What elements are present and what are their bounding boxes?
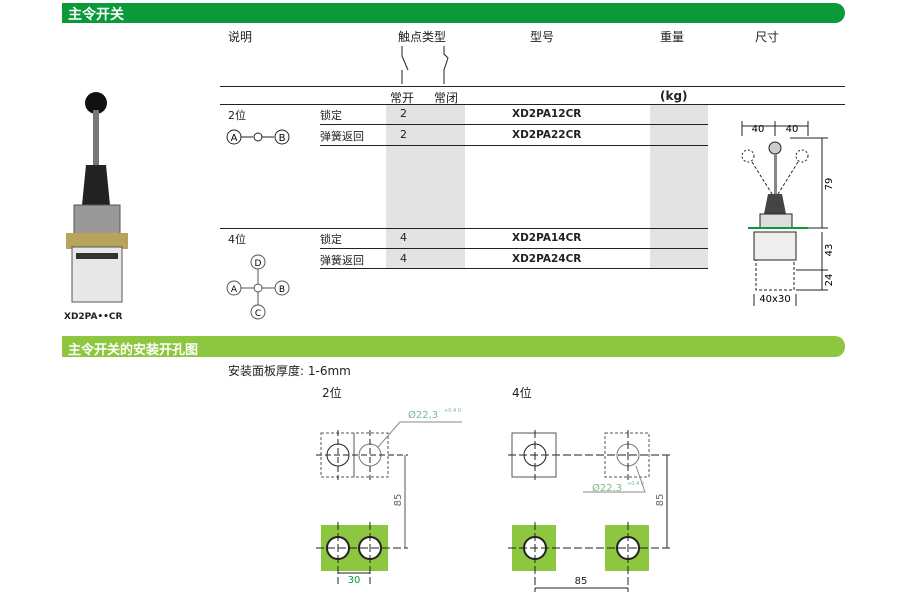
header-size: 尺寸 (755, 30, 780, 44)
mount-4pos: 4位 Ø22,3 +0.4 0 85 85 (508, 385, 672, 592)
four-position-diagram: D A B C (226, 254, 290, 320)
svg-text:D: D (255, 259, 262, 269)
header-model: 型号 (530, 30, 555, 44)
svg-text:2位: 2位 (322, 385, 342, 400)
shade-column (386, 104, 465, 268)
joystick-product-image (66, 92, 128, 303)
svg-text:43: 43 (824, 244, 835, 257)
header-desc: 说明 (228, 30, 253, 44)
mount-2pos: 2位 Ø22,3 +0.4 0 85 30 (316, 385, 462, 586)
svg-text:Ø22,3: Ø22,3 (408, 409, 438, 421)
svg-text:85: 85 (393, 494, 404, 507)
header-weight: 重量 (660, 30, 685, 44)
section-header-bar (62, 3, 845, 23)
header-nc: 常闭 (434, 91, 459, 105)
row-model: XD2PA14CR (512, 232, 582, 244)
svg-text:C: C (255, 309, 261, 319)
svg-text:4位: 4位 (512, 385, 532, 400)
group-label: 2位 (228, 109, 246, 122)
svg-text:+0.4 0: +0.4 0 (444, 408, 461, 414)
shade-column (650, 104, 708, 268)
row-no: 2 (400, 128, 407, 141)
row-model: XD2PA12CR (512, 108, 582, 120)
header-no: 常开 (390, 91, 415, 105)
row-no: 4 (400, 252, 407, 265)
section-title: 主令开关的安装开孔图 (68, 343, 199, 358)
dimension-drawing: 40 40 79 43 24 40x30 (741, 121, 835, 306)
row-no: 4 (400, 231, 407, 244)
header-kg: (kg) (660, 89, 688, 103)
svg-text:40: 40 (786, 124, 799, 135)
row-type: 弹簧返回 (320, 254, 364, 267)
header-contact-type: 触点类型 (398, 30, 447, 44)
svg-text:85: 85 (655, 494, 666, 507)
row-type: 锁定 (320, 109, 342, 122)
section-title: 主令开关 (68, 7, 124, 23)
group-label: 4位 (228, 233, 246, 246)
row-no: 2 (400, 107, 407, 120)
contact-symbols-icon (401, 46, 449, 84)
section-header-bar (62, 336, 845, 357)
svg-text:40x30: 40x30 (759, 294, 790, 305)
svg-text:30: 30 (348, 575, 361, 586)
row-type: 锁定 (320, 233, 342, 246)
svg-text:Ø22,3: Ø22,3 (592, 482, 622, 494)
row-model: XD2PA22CR (512, 129, 582, 141)
row-model: XD2PA24CR (512, 253, 582, 265)
panel-thickness: 安装面板厚度: 1-6mm (228, 364, 351, 378)
svg-text:24: 24 (824, 274, 835, 287)
two-position-diagram: A B (226, 129, 290, 145)
svg-text:79: 79 (824, 178, 835, 191)
svg-text:A: A (231, 285, 238, 295)
svg-text:A: A (231, 133, 238, 144)
svg-text:B: B (279, 133, 286, 144)
svg-text:B: B (279, 285, 285, 295)
product-label: XD2PA••CR (64, 312, 123, 322)
svg-text:85: 85 (575, 576, 588, 587)
row-type: 弹簧返回 (320, 130, 364, 143)
svg-text:40: 40 (752, 124, 765, 135)
svg-text:+0.4 0: +0.4 0 (627, 481, 644, 487)
